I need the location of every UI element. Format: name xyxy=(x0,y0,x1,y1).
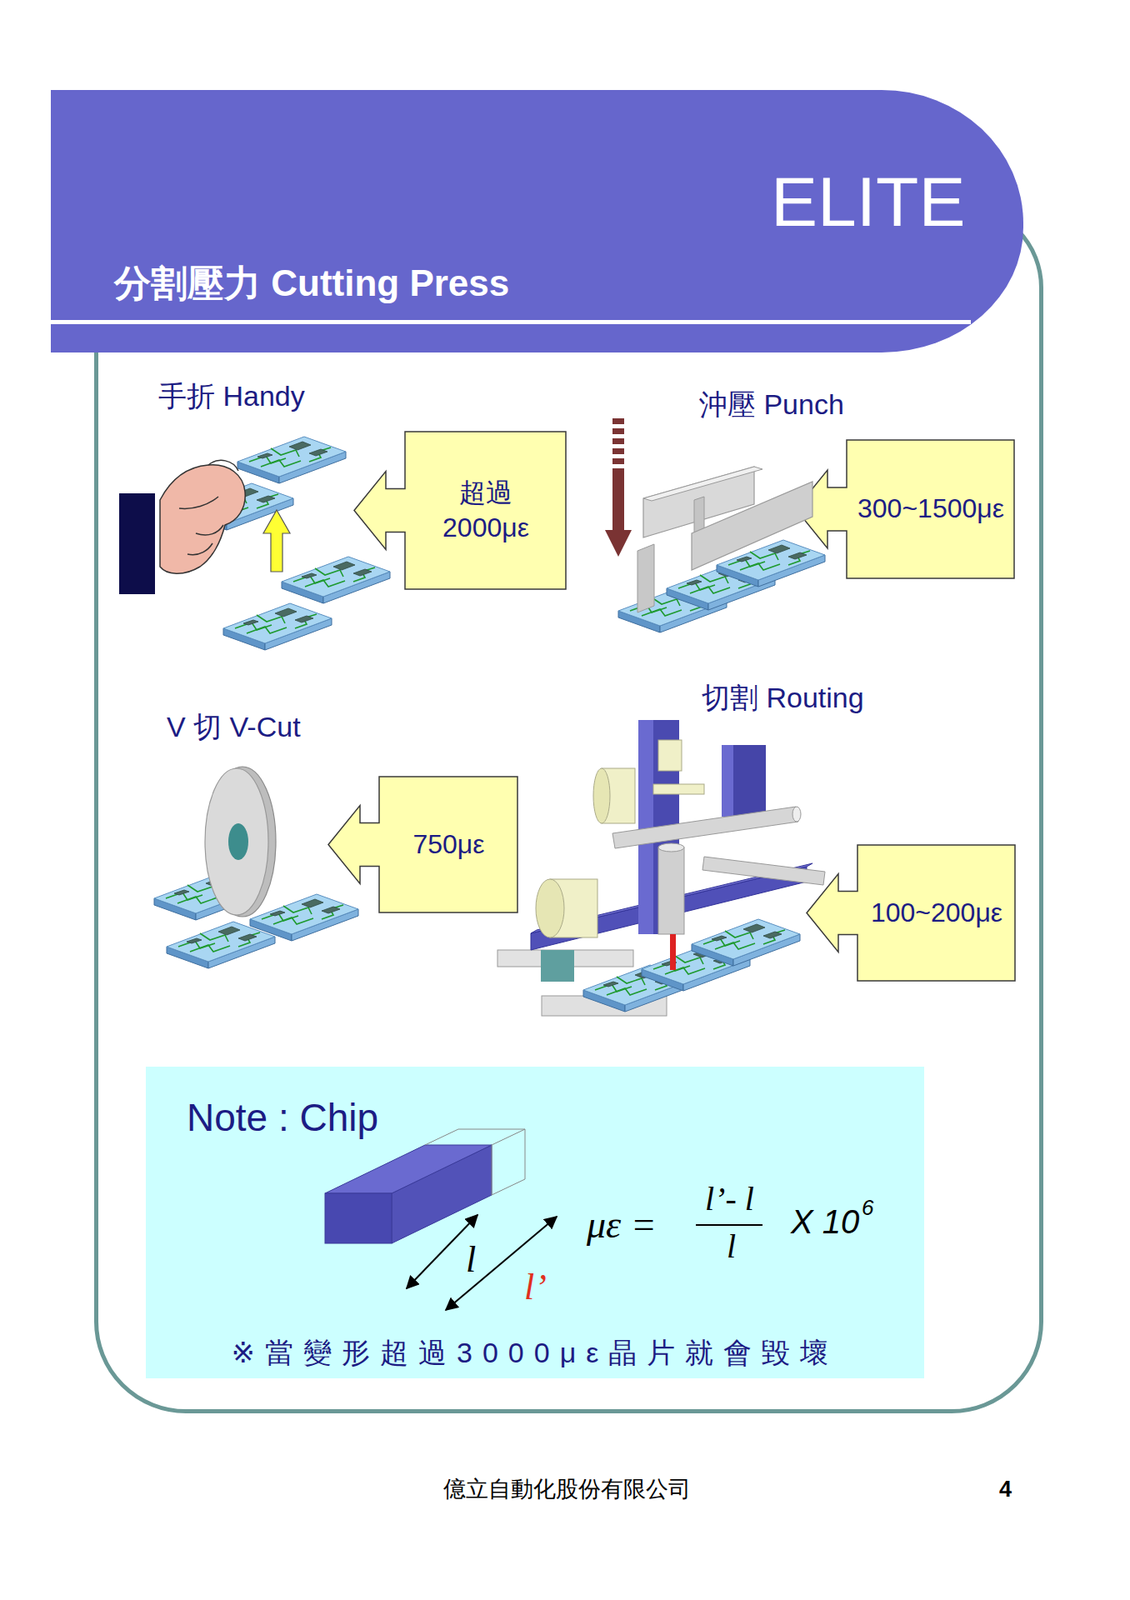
label-holder: 手折 Handy xyxy=(158,381,305,410)
callout-value: 100~200με xyxy=(870,895,1003,931)
router-bit xyxy=(670,934,676,970)
callout-arrow: 超過 2000με xyxy=(354,430,567,590)
label-holder: 4 xyxy=(999,1478,1012,1501)
callout-text-box: 100~200με xyxy=(857,844,1016,982)
label-holder: l’- l xyxy=(705,1182,755,1216)
disk-hole xyxy=(228,823,249,860)
note-text-holder: Note : Chip xyxy=(186,1098,379,1137)
label-holder: l xyxy=(465,1241,476,1279)
punch-illustration xyxy=(605,418,825,633)
pcb-board xyxy=(223,603,332,650)
dimension-line xyxy=(445,1216,557,1310)
label-holder: ELITE xyxy=(770,166,965,237)
company-name: 億立自動化股份有限公司 xyxy=(443,1478,691,1501)
label-holder: 沖壓 Punch xyxy=(699,390,845,419)
note-text-holder: ※當變形超過3000με晶片就會毀壞 xyxy=(145,1338,925,1367)
callout-value: 750με xyxy=(412,827,485,863)
formula-factor: X 10 xyxy=(790,1205,860,1239)
label-holder: l’ xyxy=(524,1269,547,1306)
pcb-board xyxy=(281,556,390,604)
note-warning: ※當變形超過3000με晶片就會毀壞 xyxy=(231,1338,840,1367)
hand xyxy=(160,465,245,574)
label-holder: 6 xyxy=(861,1196,874,1219)
callout-text-box: 超過 2000με xyxy=(405,430,567,590)
slide-title: 分割壓力 Cutting Press xyxy=(114,265,510,302)
method-heading: 手折 Handy xyxy=(158,381,305,410)
callout-value: 超過 2000με xyxy=(431,475,540,545)
dimension-label: l xyxy=(465,1241,476,1279)
callout-outline xyxy=(328,776,518,913)
title-holder: 分割壓力 Cutting Press xyxy=(114,265,510,302)
callout-text-box: 300~1500με xyxy=(846,439,1015,580)
callout-outline xyxy=(806,845,1015,981)
note-heading: Note : Chip xyxy=(186,1098,379,1137)
cuff xyxy=(155,493,160,595)
callout-shape xyxy=(354,430,567,590)
pcb-board xyxy=(237,436,346,484)
handy-illustration xyxy=(119,436,390,650)
label-holder: V 切 V-Cut xyxy=(166,712,301,741)
method-heading: V 切 V-Cut xyxy=(166,712,301,741)
method-heading: 沖壓 Punch xyxy=(699,390,845,419)
routing-machine xyxy=(497,720,825,1016)
dimension-line xyxy=(406,1215,478,1289)
dimension-label: l’ xyxy=(524,1269,547,1306)
label-holder: X 10 xyxy=(790,1205,860,1239)
page-number: 4 xyxy=(999,1478,1012,1501)
pcb-board xyxy=(691,919,800,966)
label-holder: l xyxy=(726,1230,736,1264)
header-rule xyxy=(50,320,971,325)
formula-term: με = xyxy=(586,1205,657,1245)
lift-arrow xyxy=(263,510,290,572)
callout-arrow: 300~1500με xyxy=(795,439,1015,580)
callout-value: 300~1500με xyxy=(857,491,1005,527)
formula-denominator: l xyxy=(726,1230,736,1264)
vcut-illustration xyxy=(154,766,359,969)
method-heading: 切割 Routing xyxy=(701,683,865,712)
callout-text-box: 750με xyxy=(379,775,519,914)
chip-illustration xyxy=(325,1129,763,1310)
callout-outline xyxy=(354,431,566,590)
callout-arrow: 100~200με xyxy=(806,844,1016,982)
callout-arrow: 750με xyxy=(328,775,519,914)
sleeve xyxy=(119,493,160,595)
fraction-bar xyxy=(695,1224,763,1226)
callout-outline xyxy=(795,440,1015,579)
press-arrow xyxy=(605,418,632,557)
label-holder: 切割 Routing xyxy=(701,683,865,712)
label-holder: με = xyxy=(586,1205,657,1245)
formula-exponent: 6 xyxy=(861,1196,874,1219)
punch-blade xyxy=(691,481,813,570)
pcb-board xyxy=(250,894,359,941)
brand-name: ELITE xyxy=(770,166,965,237)
formula-numerator: l’- l xyxy=(705,1182,755,1216)
label-holder: 億立自動化股份有限公司 xyxy=(443,1478,691,1501)
